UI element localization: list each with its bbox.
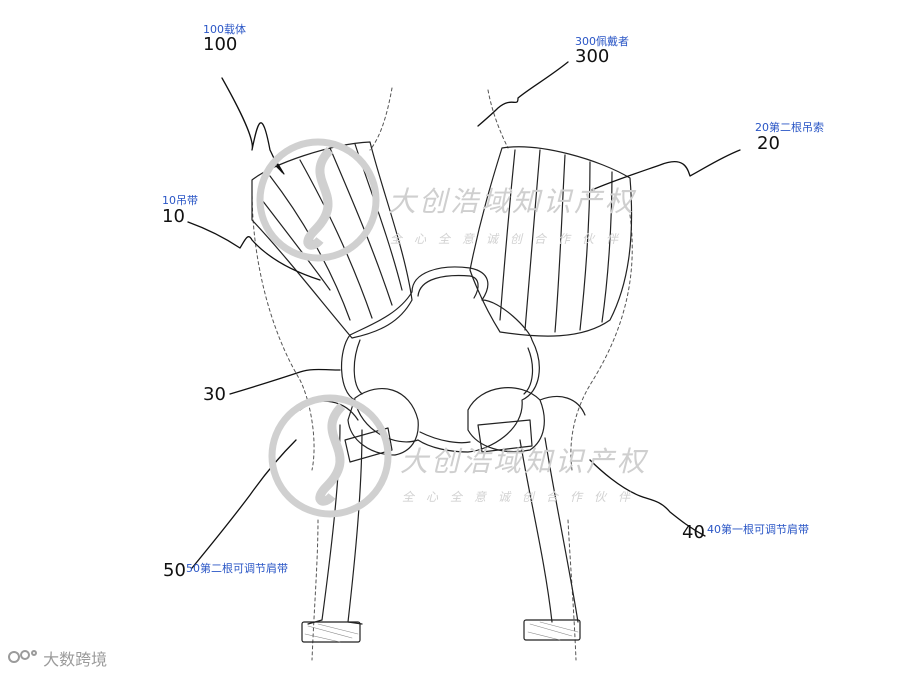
watermark-subtitle-lower: 全心全意诚创合作伙伴 (402, 490, 643, 504)
leader-300 (477, 61, 569, 127)
brand-logo-icon (8, 647, 38, 669)
watermark-logo-icon (256, 138, 392, 518)
label-sling-num: 10 (162, 206, 185, 227)
label-wearer-num: 300 (575, 46, 610, 67)
wearer-outline (251, 87, 633, 661)
leader-50 (191, 439, 297, 569)
leader-100 (221, 77, 283, 173)
leader-10 (187, 221, 321, 281)
right-adjustable-strap (477, 419, 581, 641)
brand-mark: 大数跨境 (8, 646, 107, 670)
label-first-strap-num: 40 (682, 522, 705, 543)
leader-lines (187, 61, 741, 569)
label-second-strap-desc: 50第二根可调节肩带 (186, 562, 288, 575)
label-carrier-num: 100 (203, 34, 238, 55)
watermark-title-lower: 大创浩域知识产权 (400, 445, 649, 478)
label-ring-num: 30 (203, 384, 226, 405)
brand-name: 大数跨境 (43, 650, 108, 669)
label-wearer-desc: 300佩戴者 (575, 35, 629, 48)
arrow-100 (275, 163, 285, 175)
label-second-sling-desc: 20第二根吊索 (755, 121, 824, 134)
watermark-subtitle-upper: 全心全意诚创合作伙伴 (390, 232, 631, 246)
watermark-title-upper: 大创浩域知识产权 (388, 185, 637, 218)
label-second-strap-num: 50 (163, 560, 186, 581)
central-ring (340, 266, 540, 453)
label-first-strap-desc: 40第一根可调节肩带 (707, 523, 809, 536)
leader-30 (229, 368, 341, 395)
label-sling-desc: 10吊带 (162, 194, 198, 207)
right-sling-pouch (469, 146, 633, 337)
lower-right-cushion (467, 387, 586, 453)
leader-40 (589, 459, 706, 537)
label-carrier-desc: 100载体 (203, 23, 246, 36)
leader-20 (591, 149, 741, 191)
left-adjustable-strap (301, 424, 393, 643)
label-second-sling-num: 20 (757, 133, 780, 154)
